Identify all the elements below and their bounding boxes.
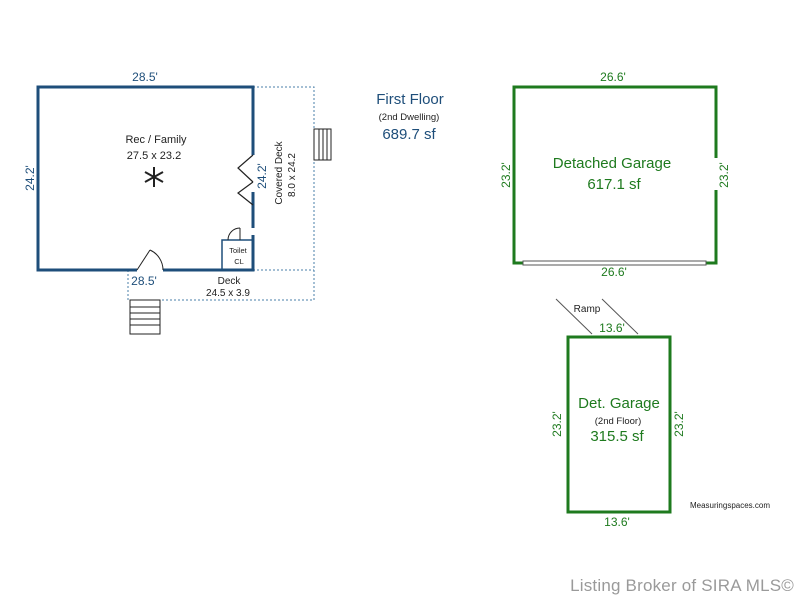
bifold-door-icon [237,154,254,206]
toilet-closet [221,227,254,271]
detached-garage-plan: 26.6' 23.2' 23.2' 26.6' Detached Garage … [499,70,731,279]
toilet-door-icon [227,227,241,241]
stairs-bottom-icon [129,299,161,335]
garage-dim-right: 23.2' [717,162,731,188]
deck-size: 24.5 x 3.9 [206,288,250,299]
det-garage-2nd-area: 315.5 sf [590,428,644,445]
rec-family-walls [36,85,255,272]
listing-watermark: Listing Broker of SIRA MLS© [570,576,794,595]
entry-door-icon [136,249,164,271]
garage-dim-bottom: 26.6' [601,265,627,279]
first-floor-plan: 28.5' 24.2' 24.2' 28.5' Rec / Family 27.… [23,70,332,335]
ramp-label: Ramp [574,304,601,315]
deck-name: Deck [218,276,242,287]
first-floor-dim-left: 24.2' [23,165,37,191]
first-floor-title-block: First Floor (2nd Dwelling) 689.7 sf [376,91,444,143]
ramp: Ramp [555,298,639,335]
det-garage-2nd-name: Det. Garage [578,395,660,412]
det-garage-2nd-walls [566,335,672,514]
ceiling-fan-icon [144,167,164,187]
first-floor-dim-right: 24.2' [255,163,269,189]
closet-label: CL [234,257,244,266]
garage-door-icon [522,260,707,266]
room-size: 27.5 x 23.2 [127,150,181,162]
covered-deck-size: 8.0 x 24.2 [287,153,298,197]
room-name: Rec / Family [125,134,187,146]
det-garage-2nd-subtitle: (2nd Floor) [595,416,641,427]
deck-outline [127,86,315,301]
first-floor-area: 689.7 sf [382,126,436,143]
garage-dim-left: 23.2' [499,162,513,188]
detached-garage-walls [512,85,718,265]
stairs-right-icon [313,128,332,161]
garage-name: Detached Garage [553,155,671,172]
det-garage-2nd-dim-right: 23.2' [672,411,686,437]
first-floor-subtitle: (2nd Dwelling) [379,112,440,123]
det-garage-2nd-dim-left: 23.2' [550,411,564,437]
first-floor-dim-bottom: 28.5' [131,274,157,288]
measuring-spaces-credit: Measuringspaces.com [690,501,770,510]
det-garage-2nd-dim-bottom: 13.6' [604,515,630,529]
first-floor-title: First Floor [376,91,444,108]
toilet-label: Toilet [229,246,247,255]
det-garage-2nd-dim-top: 13.6' [599,321,625,335]
covered-deck-name: Covered Deck [274,140,285,204]
first-floor-dim-top: 28.5' [132,70,158,84]
garage-dim-top: 26.6' [600,70,626,84]
garage-area: 617.1 sf [587,176,641,193]
det-garage-2nd-floor-plan: 13.6' 13.6' 23.2' 23.2' Det. Garage (2nd… [550,321,686,529]
